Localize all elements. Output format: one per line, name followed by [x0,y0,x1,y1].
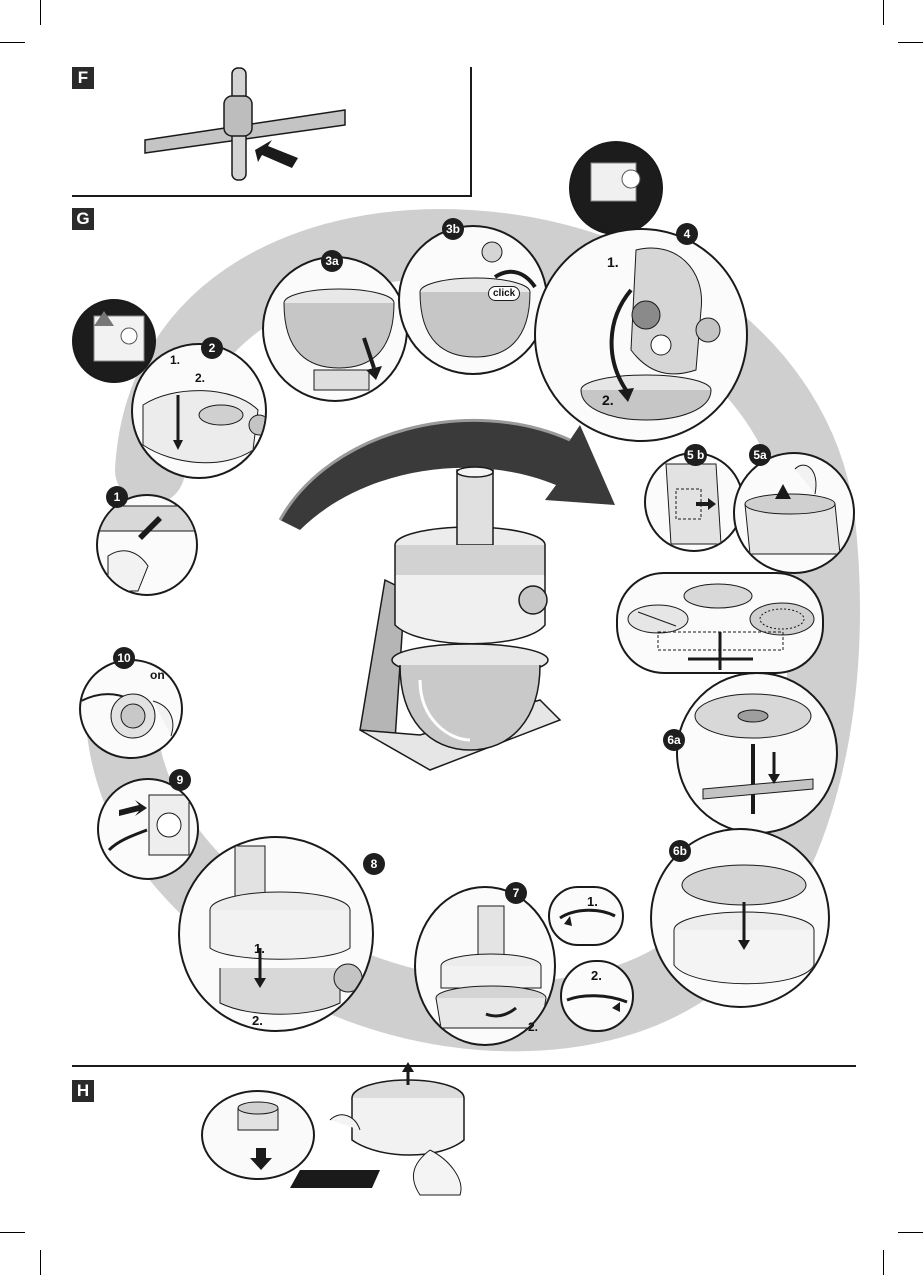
step-8-badge: 8 [363,853,385,875]
step-1-badge: 1 [106,486,128,508]
step-7-sub-2: 2. [591,968,602,983]
step-3a-illustration [262,256,408,402]
step-8-sub-1: 1. [254,941,265,956]
disc-options-panel [616,572,824,674]
step-6b-badge: 6b [669,840,691,862]
step-4-sub-2: 2. [602,392,614,408]
crop-mark [40,1250,41,1275]
step-5a-illustration [733,452,855,574]
step-8-illustration [178,836,374,1032]
step-2-illustration [131,343,267,479]
step-9-badge: 9 [169,769,191,791]
step-4-sub-1: 1. [607,254,619,270]
crop-mark [898,1232,923,1233]
step-4-detail-inset [569,141,663,235]
step-8-sub-2: 2. [252,1013,263,1028]
section-h-label: H [72,1080,94,1102]
section-g-label: G [72,208,94,230]
section-f-border-bottom [72,195,472,197]
step-3b-illustration [398,225,548,375]
step-7-illustration [414,886,556,1046]
step-4-badge: 4 [676,223,698,245]
section-f-border-right [470,67,472,197]
step-2-sub-1: 1. [170,353,181,367]
step-10-badge: 10 [113,647,135,669]
step-2-detail-inset [72,299,156,383]
section-f-label: F [72,67,94,89]
crop-mark [0,42,25,43]
step-4-illustration [534,228,748,442]
step-6a-illustration [676,672,838,834]
step-2-badge: 2 [201,337,223,359]
crop-mark [883,0,884,25]
step-3a-badge: 3a [321,250,343,272]
step-7-detail-2 [560,960,634,1032]
section-h-divider [72,1065,856,1067]
step-7-detail-1 [548,886,624,946]
step-5b-badge: 5 b [684,444,708,466]
step-5a-badge: 5a [749,444,771,466]
step-7-badge: 7 [505,882,527,904]
step-10-on-label: on [150,668,165,682]
crop-mark [898,42,923,43]
step-7-sub-1: 1. [587,894,598,909]
step-3b-badge: 3b [442,218,464,240]
step-1-illustration [96,494,198,596]
step-10-illustration [79,659,183,759]
step-2-sub-2: 2. [195,371,206,385]
step-3b-click-label: click [488,286,521,301]
step-6b-illustration [650,828,830,1008]
crop-mark [40,0,41,25]
step-6a-badge: 6a [663,729,685,751]
step-9-illustration [97,778,199,880]
step-7-sub-2b: 2. [528,1020,539,1034]
crop-mark [883,1250,884,1275]
crop-mark [0,1232,25,1233]
